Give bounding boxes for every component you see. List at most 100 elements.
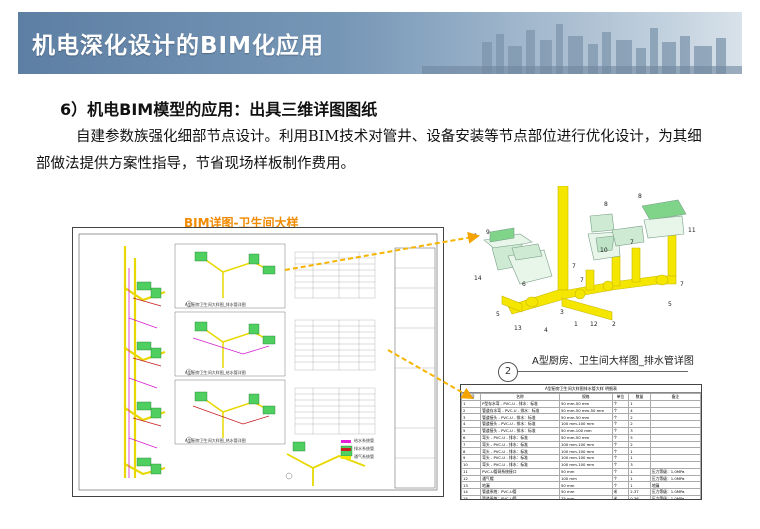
table-cell: PVC-U管网系统接口 — [480, 467, 560, 476]
table-cell: 1 — [628, 474, 651, 483]
table-cell: 个 — [611, 399, 630, 408]
table-cell: 地漏 — [480, 481, 560, 490]
table-cell: 4 — [628, 406, 651, 415]
table-cell: 10 — [461, 460, 482, 469]
table-cell: 1 — [628, 399, 651, 408]
table-cell: 个 — [611, 447, 630, 456]
table-header-cell: 规格 — [558, 393, 613, 401]
sheet-caption: A型厨房卫生间大样图_给水管详图 — [185, 370, 246, 375]
callout-label: 4 — [544, 327, 548, 334]
table-cell — [649, 447, 701, 456]
table-cell: 50 mm — [558, 488, 613, 496]
table-cell: 管道接头 - PVC-U - 排水：标准 — [480, 413, 560, 422]
table-cell: 弯头 - PVC-U - 排水：标准 — [480, 447, 560, 456]
table-cell: 100 mm — [558, 474, 613, 483]
table-cell: 3 — [628, 460, 651, 469]
table-cell: 2 — [461, 406, 482, 415]
table-cell: 3 — [461, 413, 482, 422]
table-cell: 2 — [628, 413, 651, 422]
callout-label: 7 — [580, 277, 584, 284]
table-cell: 50 mm — [558, 481, 613, 490]
table-cell: 压力等级：1.0MPa — [649, 467, 701, 476]
table-cell: 弯头 - PVC-U - 排水：标准 — [480, 454, 560, 462]
divider — [518, 371, 688, 372]
table-cell: 个 — [611, 460, 630, 469]
table-cell: 4 — [461, 420, 482, 428]
table-cell: 通气帽 — [480, 474, 560, 483]
table-cell: 100 mm-100 mm — [558, 420, 613, 428]
table-cell: 压力等级：1.0MPa — [649, 488, 701, 496]
table-cell — [649, 413, 701, 422]
table-cell: 7 — [461, 440, 482, 449]
callout-label: 7 — [630, 239, 634, 246]
table-cell: 压力等级：1.0MPa — [649, 474, 701, 483]
table-cell: 管道接头 - PVC-U - 排水：标准 — [480, 426, 560, 435]
table-header-row: 序号名称规格单位数量备注 — [461, 393, 701, 401]
table-cell: 个 — [611, 481, 630, 490]
table-cell — [649, 440, 701, 449]
table-cell: 个 — [611, 474, 630, 483]
table-cell: 管道系统：PVC-U管 — [480, 494, 560, 499]
table-cell: 个 — [611, 454, 630, 462]
table-cell: 3 — [628, 426, 651, 435]
callout-label: 5 — [668, 301, 672, 308]
table-cell: 12 — [461, 474, 482, 483]
table-title: A型厨房卫生间大样图排水管大样 明细表 — [461, 385, 701, 393]
table-cell: 个 — [611, 406, 630, 415]
table-cell: 个 — [611, 467, 630, 476]
city-skyline-image — [422, 12, 742, 74]
table-cell — [649, 433, 701, 442]
table-cell: 14 — [461, 488, 482, 496]
table-cell: 8 — [461, 447, 482, 456]
table-cell: 1 — [628, 454, 651, 462]
table-cell: 弯头 - PVC-U - 排水：标准 — [480, 433, 560, 442]
detail-caption: A型厨房、卫生间大样图_排水管详图 — [532, 356, 694, 367]
section-heading: 6）机电BIM模型的应用：出具三维详图图纸 — [60, 100, 378, 119]
table-cell: 50 mm — [558, 467, 613, 476]
table-cell: 9 — [461, 454, 482, 462]
table-header-cell: 单位 — [611, 393, 630, 401]
bim-drawing-sheet: A型厨房卫生间大样图_排水管详图 A型厨房卫生间大样图_给水管详图 A型厨房卫生… — [72, 227, 444, 497]
table-cell: 5 — [461, 426, 482, 435]
table-cell: 管道系统：PVC-U管 — [480, 488, 560, 496]
table-header-cell: 序号 — [461, 393, 482, 401]
table-cell: 50 mm-50 mm — [558, 413, 613, 422]
table-cell: 11 — [461, 467, 482, 476]
table-cell — [649, 460, 701, 469]
sheet-caption: A型厨房卫生间大样图_排水管详图 — [185, 302, 246, 307]
body-paragraph: 自建参数族强化细部节点设计。利用BIM技术对管井、设备安装等节点部位进行优化设计… — [36, 129, 702, 172]
table-cell: 1 — [628, 467, 651, 476]
legend-label-vent: 通气系统管 — [354, 454, 374, 459]
table-cell: 100 mm-100 mm — [558, 460, 613, 469]
table-cell: 100 mm-100 mm — [558, 447, 613, 456]
callout-label: 9 — [486, 229, 490, 236]
callout-label: 11 — [688, 227, 696, 234]
detail-number-badge: 2 — [498, 362, 518, 382]
legend-swatch-supply — [341, 440, 351, 443]
table-cell: 75 mm — [558, 494, 613, 499]
callout-label: 11 — [470, 233, 478, 240]
callout-label: 8 — [604, 201, 608, 208]
table-cell: 地漏 — [649, 481, 701, 490]
callout-label: 2 — [612, 321, 616, 328]
callout-label: 13 — [514, 325, 522, 332]
callout-label: 10 — [600, 247, 608, 254]
legend-swatch-drain — [341, 448, 351, 451]
table-cell: 6 — [461, 433, 482, 442]
sheet-caption: A型厨房卫生间大样图_热水管详图 — [185, 438, 246, 443]
callout-label: 14 — [474, 275, 482, 282]
